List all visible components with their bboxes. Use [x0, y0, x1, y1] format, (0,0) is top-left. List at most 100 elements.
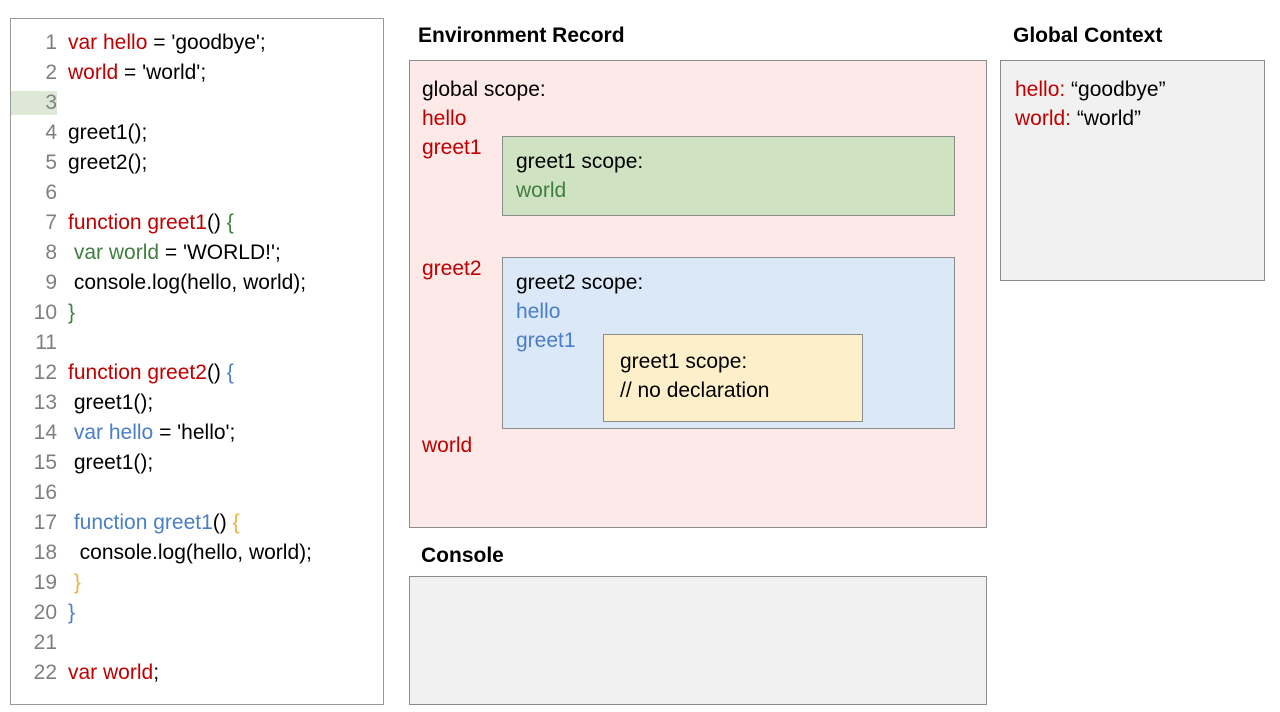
code-line-text: greet2();: [57, 151, 147, 175]
code-token: (): [206, 211, 227, 234]
code-token: console.log(hello, world);: [68, 541, 312, 564]
code-line[interactable]: 9 console.log(hello, world);: [11, 271, 383, 301]
greet1-scope-box: greet1 scope: world: [502, 136, 955, 216]
code-line-text: console.log(hello, world);: [57, 271, 306, 295]
global-context-title: Global Context: [1013, 24, 1163, 47]
code-line-text: }: [57, 301, 75, 325]
code-line[interactable]: 19 }: [11, 571, 383, 601]
global-context-key-hello: hello:: [1015, 78, 1066, 101]
code-line[interactable]: 10}: [11, 301, 383, 331]
code-token: = 'WORLD!';: [159, 241, 281, 264]
greet2-scope-box: greet2 scope: hello greet1 greet1 scope:…: [502, 257, 955, 429]
code-line-text: var world;: [57, 661, 159, 685]
code-line[interactable]: 6: [11, 181, 383, 211]
code-line-text: greet1();: [57, 391, 153, 415]
global-scope-label: global scope:: [422, 78, 546, 101]
console-title: Console: [421, 544, 504, 567]
nested-greet1-scope-box: greet1 scope: // no declaration: [603, 334, 863, 422]
code-line-text: var world = 'WORLD!';: [57, 241, 281, 265]
code-line-text: greet1();: [57, 121, 147, 145]
code-line-number: 3: [11, 91, 57, 115]
code-line-number: 14: [33, 421, 57, 444]
greet2-scope-binding-hello: hello: [516, 300, 561, 323]
environment-record-panel: global scope: hello greet1 greet2 world …: [409, 60, 987, 528]
global-context-value-world: “world”: [1076, 107, 1142, 130]
code-token: greet1();: [68, 451, 154, 474]
nested-greet1-scope-note: // no declaration: [620, 379, 770, 402]
code-token: var hello: [68, 31, 148, 54]
greet1-scope-title: greet1 scope:: [516, 150, 644, 173]
code-token: (): [206, 361, 227, 384]
code-line-number: 9: [45, 271, 57, 294]
global-binding-hello: hello: [422, 107, 467, 130]
code-line-number: 10: [33, 301, 57, 324]
code-line-number: 1: [45, 31, 57, 54]
code-token: ;: [153, 661, 160, 684]
code-token: function greet1: [73, 511, 213, 534]
code-line-number: 15: [33, 451, 57, 474]
code-line[interactable]: 15 greet1();: [11, 451, 383, 481]
code-line-number: 7: [45, 211, 57, 234]
code-line-number: 11: [35, 331, 57, 354]
code-token: (): [212, 511, 233, 534]
global-binding-greet2: greet2: [422, 257, 482, 280]
code-line[interactable]: 14 var hello = 'hello';: [11, 421, 383, 451]
code-line-number: 16: [33, 481, 57, 504]
code-line-number: 5: [45, 151, 57, 174]
code-line[interactable]: 13 greet1();: [11, 391, 383, 421]
console-output: [410, 577, 986, 597]
code-line-text: }: [57, 601, 75, 625]
code-line[interactable]: 3: [11, 91, 383, 121]
code-token: console.log(hello, world);: [68, 271, 307, 294]
code-token: }: [73, 571, 81, 594]
code-line[interactable]: 18 console.log(hello, world);: [11, 541, 383, 571]
code-line-text: var hello = 'hello';: [57, 421, 236, 445]
code-token: {: [232, 511, 240, 534]
code-line-number: 22: [33, 661, 57, 684]
code-line-number: 4: [45, 121, 57, 144]
code-line-number: 19: [33, 571, 57, 594]
code-line-number: 13: [33, 391, 57, 414]
code-line-text: function greet1() {: [57, 211, 234, 235]
code-token: greet1();: [68, 121, 148, 144]
code-line-text: world = 'world';: [57, 61, 206, 85]
code-line[interactable]: 11: [11, 331, 383, 361]
code-line-number: 2: [45, 61, 57, 84]
code-token: = 'goodbye';: [147, 31, 266, 54]
code-token: function greet2: [68, 361, 207, 384]
code-token: var world: [68, 661, 154, 684]
code-token: }: [68, 601, 76, 624]
code-token: = 'hello';: [153, 421, 236, 444]
global-context-entry-world: world: “world”: [1015, 107, 1141, 131]
global-context-panel: hello: “goodbye” world: “world”: [1000, 60, 1265, 281]
global-binding-greet1: greet1: [422, 136, 482, 159]
code-line[interactable]: 16: [11, 481, 383, 511]
code-line-number: 6: [45, 181, 57, 204]
greet2-scope-binding-greet1: greet1: [516, 329, 576, 352]
code-line[interactable]: 17 function greet1() {: [11, 511, 383, 541]
code-line[interactable]: 8 var world = 'WORLD!';: [11, 241, 383, 271]
code-line[interactable]: 20}: [11, 601, 383, 631]
code-token: {: [226, 361, 234, 384]
code-line[interactable]: 4 greet1();: [11, 121, 383, 151]
console-panel[interactable]: [409, 576, 987, 705]
greet1-scope-binding-world: world: [516, 179, 567, 202]
code-line[interactable]: 21: [11, 631, 383, 661]
nested-greet1-scope-title: greet1 scope:: [620, 350, 748, 373]
code-line-number: 21: [33, 631, 57, 654]
code-line-text: var hello = 'goodbye';: [57, 31, 266, 55]
code-line-text: greet1();: [57, 451, 153, 475]
code-token: greet1();: [68, 391, 154, 414]
global-context-key-world: world:: [1015, 107, 1072, 130]
code-line-number: 8: [45, 241, 57, 264]
code-token: function greet1: [68, 211, 207, 234]
greet2-scope-title: greet2 scope:: [516, 271, 644, 294]
